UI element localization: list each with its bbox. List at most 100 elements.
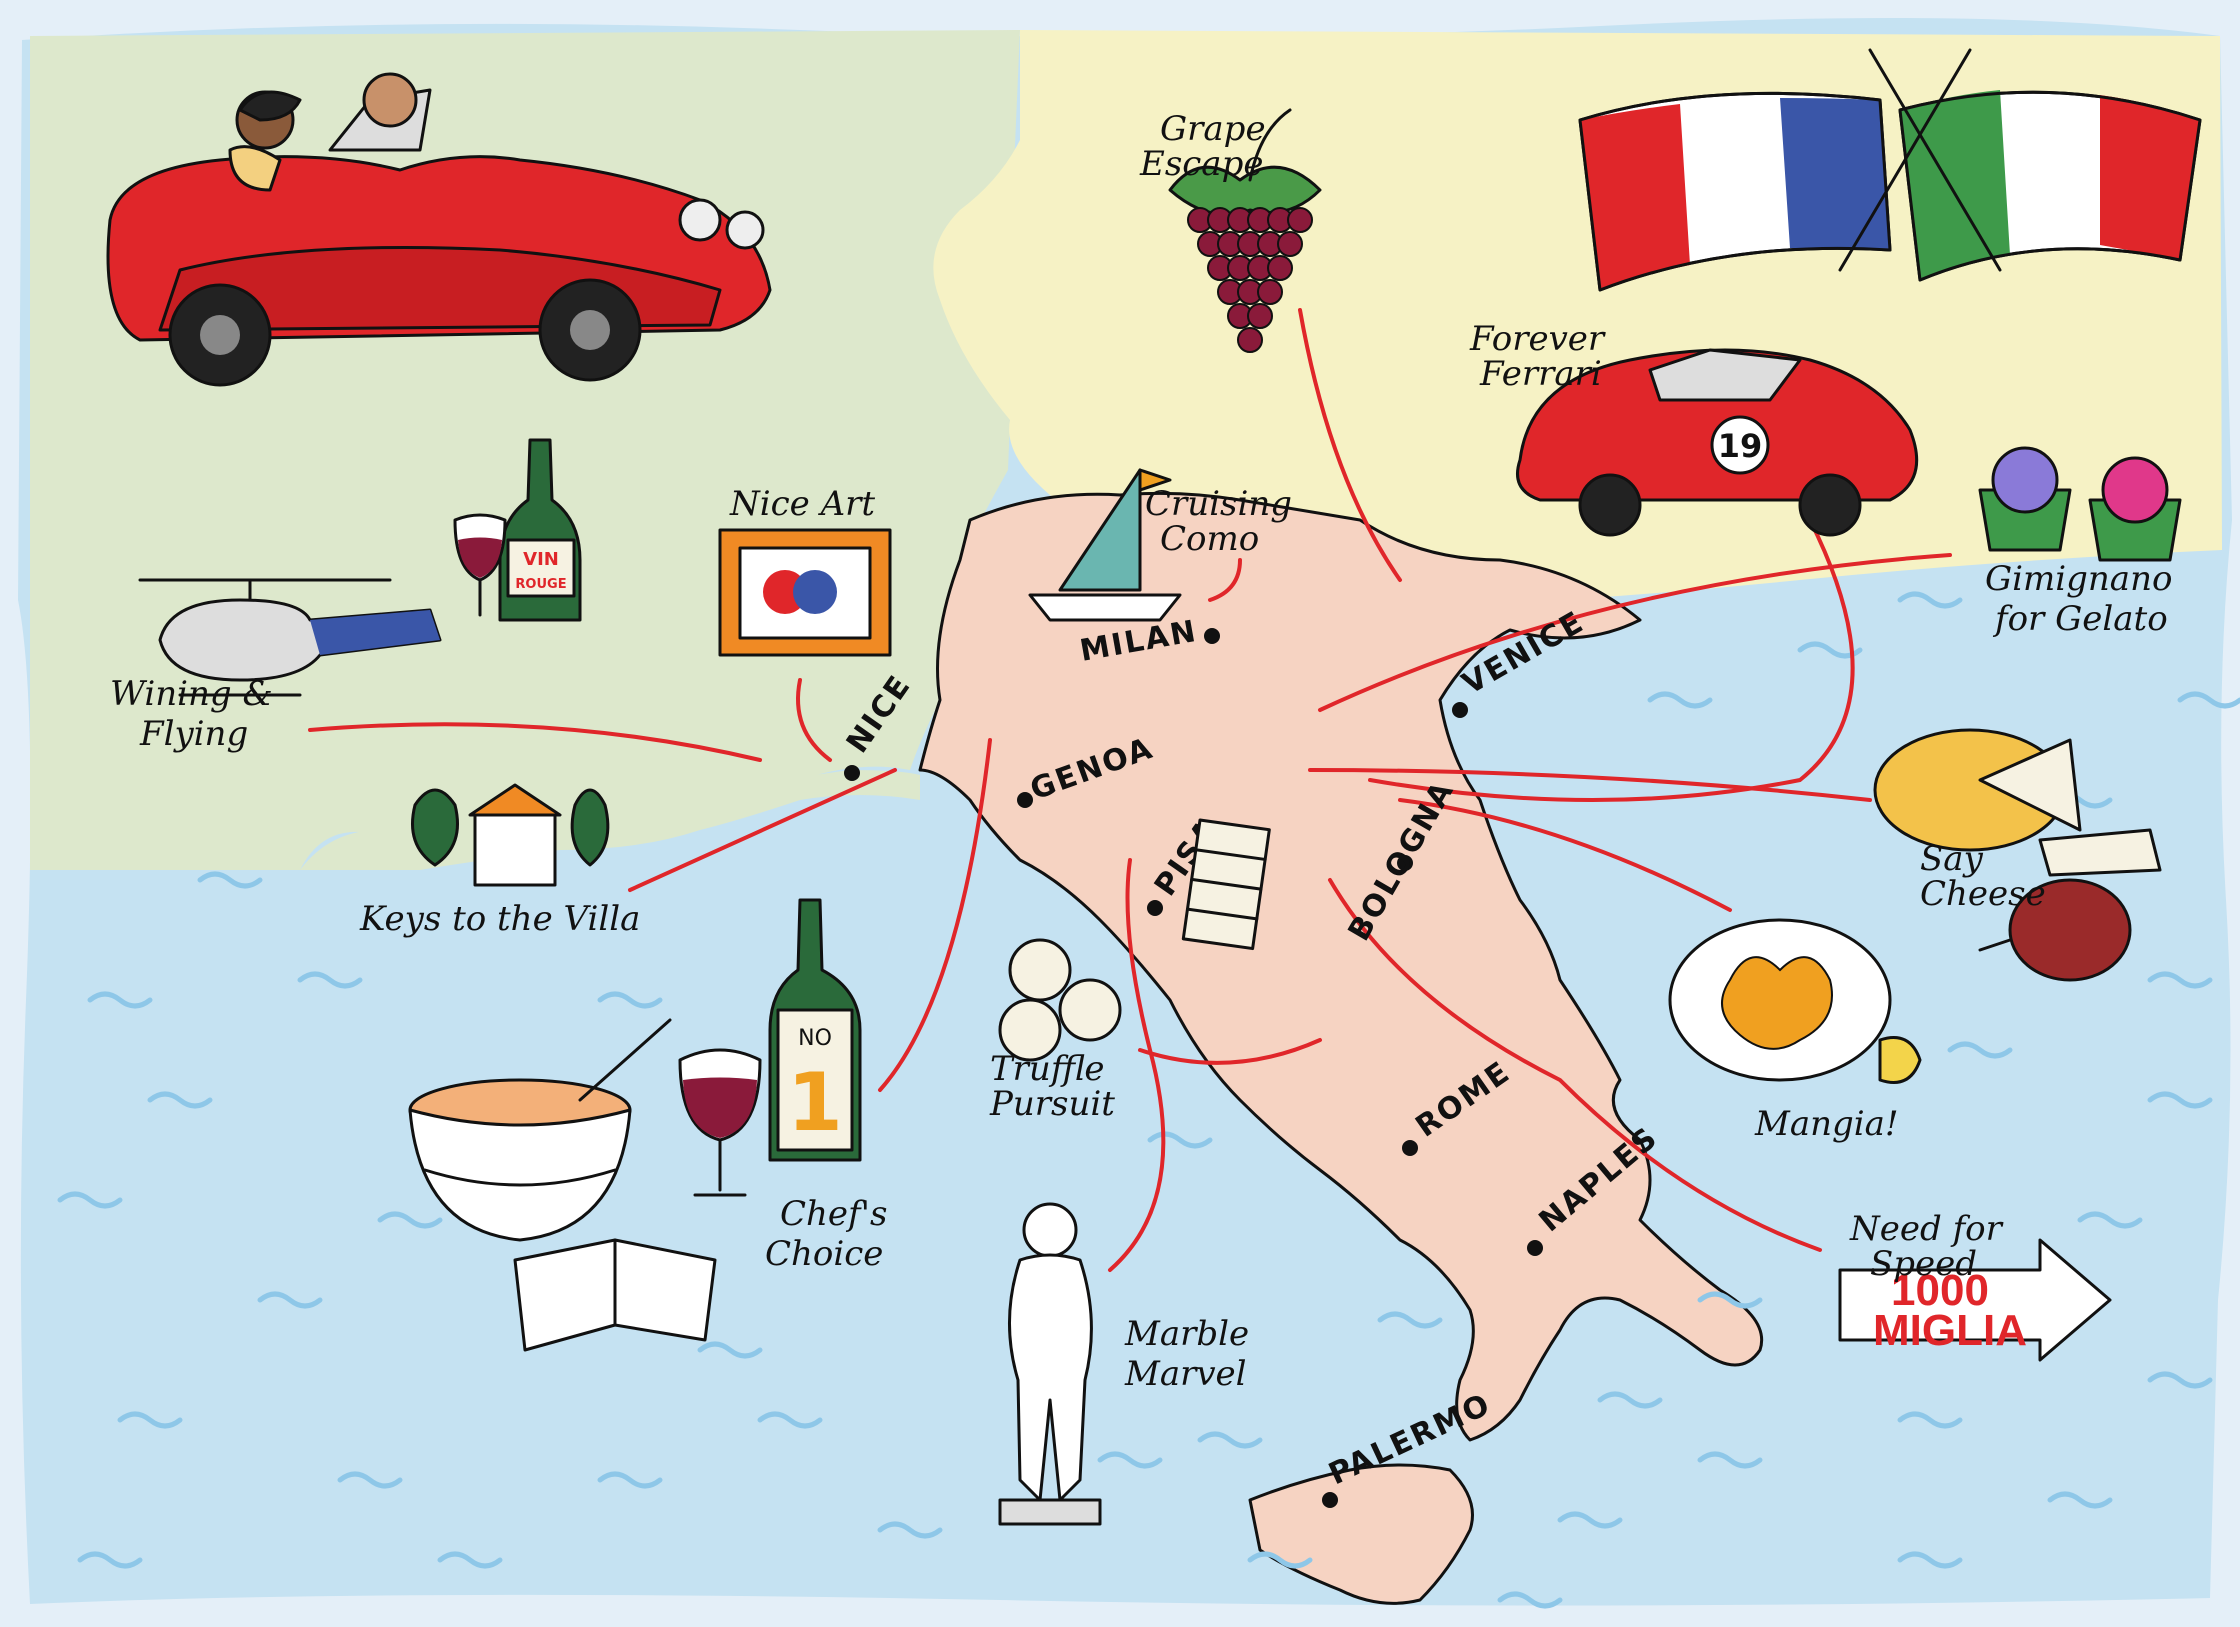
label-chef-1: Chef's [780, 1194, 887, 1234]
route-speed [1328, 878, 1822, 1252]
wine-label-1: VIN [523, 549, 559, 570]
grape-berry [1267, 255, 1293, 281]
mixing-bowl-icon [408, 1018, 672, 1242]
wave-mark [2147, 971, 2213, 989]
france-italy-flags-icon [1578, 48, 2202, 292]
wave-mark [1947, 1041, 2013, 1059]
route-como [1208, 558, 1242, 602]
cheese-icon [1873, 728, 2162, 877]
wave-mark [697, 1341, 763, 1359]
label-mangia: Mangia! [1754, 1104, 1899, 1144]
label-gelato-2: for Gelato [1992, 599, 2168, 639]
wave-mark [2047, 1491, 2113, 1509]
label-gelato-1: Gimignano [1985, 559, 2172, 599]
wave-mark [147, 1091, 213, 1109]
wave-mark [117, 1411, 183, 1429]
label-speed-2: Speed [1870, 1244, 1977, 1284]
label-wining-1: Wining & [110, 674, 273, 714]
city-dot-genoa [1017, 792, 1033, 808]
race-car-icon: 19 [1516, 348, 1919, 537]
grape-berry [1257, 279, 1283, 305]
label-como-2: Como [1160, 519, 1259, 559]
wave-mark [437, 1551, 503, 1569]
recipe-book-icon [513, 1238, 717, 1352]
city-dot-rome [1402, 1140, 1418, 1156]
chef-bottle-number: 1 [787, 1056, 843, 1149]
city-dot-palermo [1322, 1492, 1338, 1508]
city-dot-naples [1527, 1240, 1543, 1256]
label-truffle-1: Truffle [990, 1049, 1104, 1089]
wave-mark [757, 1411, 823, 1429]
wave-mark [297, 971, 363, 989]
wave-mark [2147, 1371, 2213, 1389]
route-niceart [796, 678, 832, 762]
city-dot-bologna [1397, 855, 1413, 871]
wave-mark [1597, 1391, 1663, 1409]
wave-mark [1097, 1451, 1163, 1469]
wave-mark [1897, 1551, 1963, 1569]
wave-mark [2177, 691, 2240, 709]
red-convertible-icon [106, 72, 772, 387]
route-lines [308, 308, 1952, 1272]
route-chef [878, 738, 992, 1092]
helicopter-icon [138, 578, 442, 697]
route-ferrari [1368, 518, 1855, 802]
wave-mark [1557, 1511, 1623, 1529]
label-como-1: Cruising [1145, 484, 1292, 524]
label-grape-2: Escape [1139, 144, 1263, 184]
statue-icon [998, 1202, 1102, 1526]
wave-mark [1647, 691, 1713, 709]
ham-icon [1978, 878, 2132, 982]
wave-mark [1697, 1291, 1763, 1309]
wave-mark [87, 991, 153, 1009]
wave-mark [1697, 1451, 1763, 1469]
leaning-tower-icon [1181, 818, 1271, 951]
wave-mark [1897, 1411, 1963, 1429]
city-dot-nice [844, 765, 860, 781]
grape-berry [1287, 207, 1313, 233]
gelato-icon [1978, 446, 2182, 562]
wave-mark [1897, 591, 1963, 609]
city-dot-venice [1452, 702, 1468, 718]
island-sicily [1248, 1463, 1474, 1605]
painting-icon [718, 528, 892, 657]
miglia-line1: 1000 [1891, 1266, 1989, 1315]
sailboat-icon [1028, 468, 1182, 622]
wine-label-2: ROUGE [515, 577, 566, 592]
wave-mark [1197, 1431, 1263, 1449]
villa-icon [411, 783, 610, 887]
label-speed-1: Need for [1849, 1209, 2004, 1249]
label-ferrari-1: Forever [1469, 319, 1606, 359]
plate-icon [1668, 918, 1922, 1084]
label-marble-1: Marble [1124, 1314, 1249, 1354]
chef-bottle-text: NO [798, 1026, 832, 1051]
wave-mark [1497, 1591, 1563, 1609]
grape-berry [1237, 327, 1263, 353]
label-ferrari-2: Ferrari [1479, 354, 1602, 394]
route-villa [628, 768, 897, 892]
wave-mark [197, 871, 263, 889]
chef-bottle-icon: NO 1 [768, 898, 862, 1162]
wave-mark [1377, 1311, 1443, 1329]
label-chef-2: Choice [765, 1234, 883, 1274]
wave-mark [877, 1521, 943, 1539]
wave-mark [257, 1291, 323, 1309]
label-villa: Keys to the Villa [359, 899, 640, 939]
wave-mark [2077, 1211, 2143, 1229]
wave-mark [1147, 1131, 1213, 1149]
wave-mark [1247, 1551, 1313, 1569]
route-truffle [1138, 1038, 1322, 1065]
truffle-icon [998, 938, 1122, 1062]
label-niceart: Nice Art [729, 484, 875, 524]
wave-mark [57, 1191, 123, 1209]
wave-mark [597, 991, 663, 1009]
label-truffle-2: Pursuit [989, 1084, 1115, 1124]
wave-mark [2147, 1091, 2213, 1109]
city-dot-pisa [1147, 900, 1163, 916]
grape-icon [1168, 108, 1322, 353]
grape-berry [1247, 303, 1273, 329]
label-marble-2: Marvel [1124, 1354, 1247, 1394]
arrow-sign-icon: 1000 MIGLIA [1838, 1238, 2112, 1362]
wave-mark [597, 1471, 663, 1489]
